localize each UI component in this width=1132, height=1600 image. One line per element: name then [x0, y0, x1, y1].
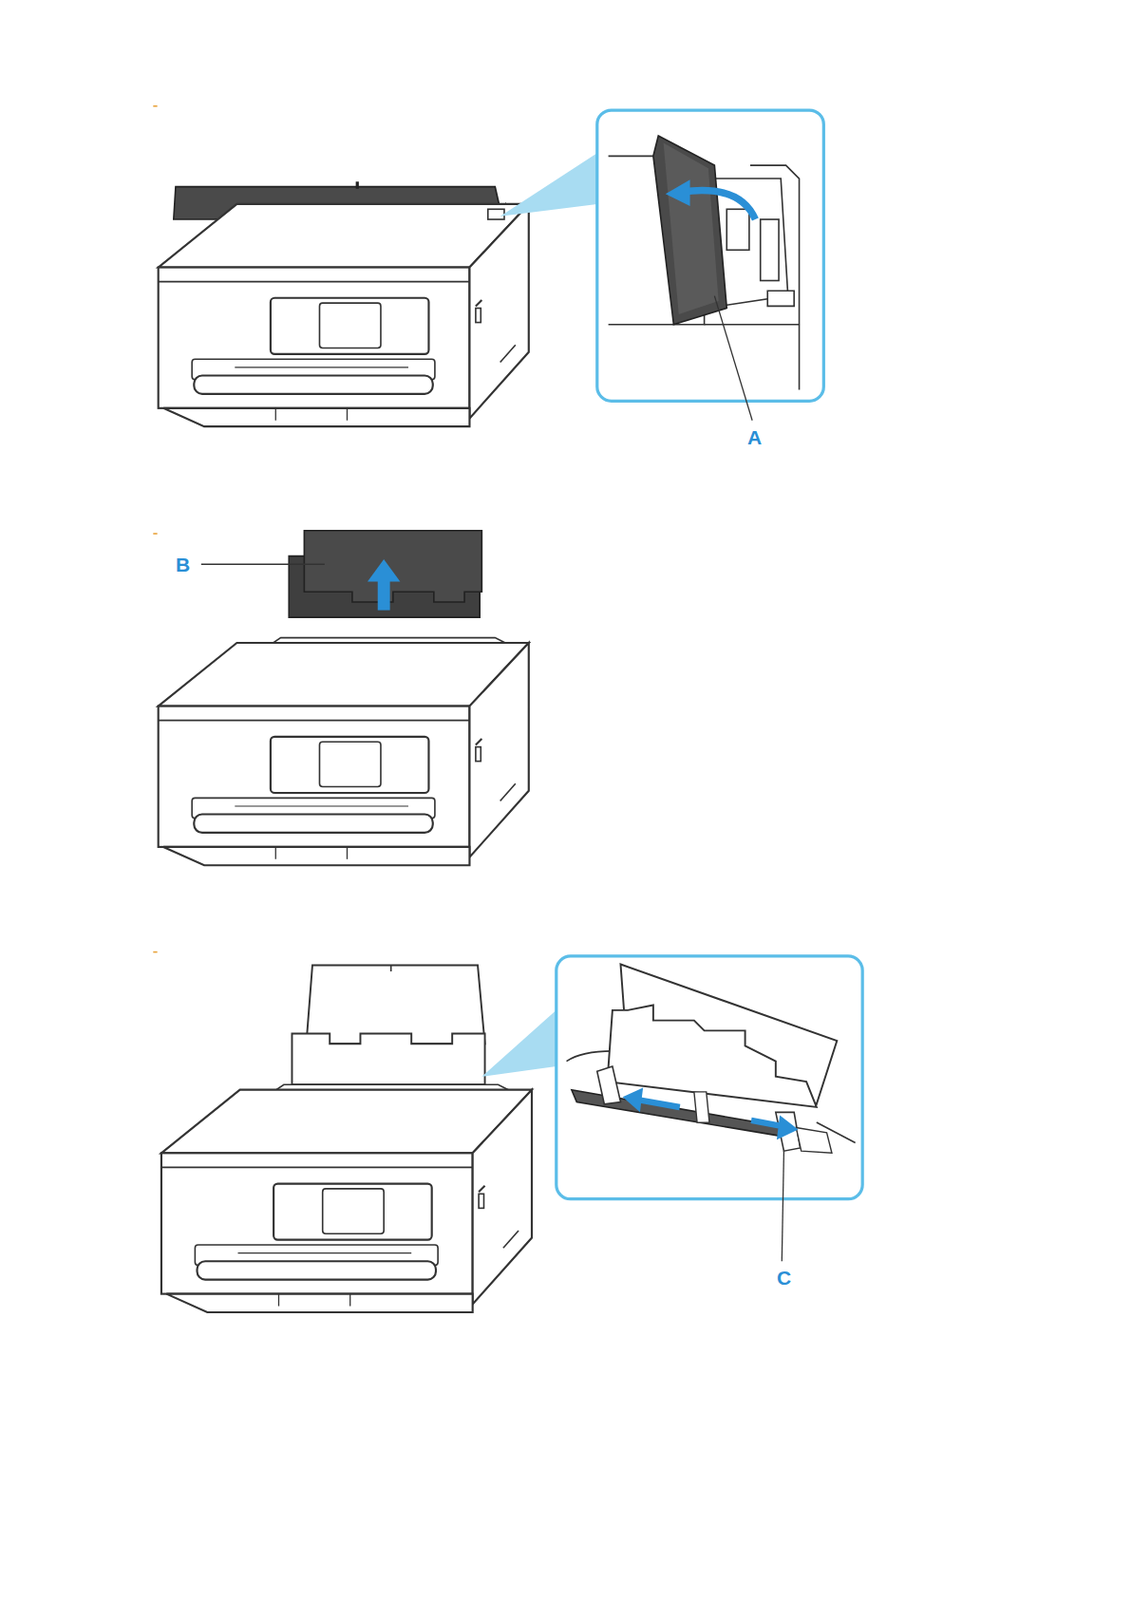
- printer-step-2: [158, 530, 529, 866]
- printer-step-1: [158, 110, 825, 427]
- inset-paper-guides-part: [639, 1099, 680, 1108]
- printer-step-1-part: [714, 296, 753, 421]
- printer-step-2-part: [158, 642, 529, 866]
- printer-illustration-part: [152, 532, 157, 535]
- printer-step-1-part: [681, 189, 755, 220]
- printer-step-1-part: [597, 110, 825, 401]
- inset-paper-guides-part: [781, 1150, 784, 1262]
- printer-step-1-part: [608, 155, 654, 158]
- inset-paper-guides-part: [597, 1066, 622, 1105]
- printer-step-1-part: [665, 179, 691, 207]
- inset-paper-guides-part: [795, 1127, 832, 1153]
- printer-step-1-part: [500, 152, 598, 217]
- printer-step-3-part: [291, 1034, 485, 1086]
- printer-step-3: [161, 965, 532, 1313]
- printer-step-2-part: [377, 579, 391, 610]
- callout-letter: B: [174, 554, 191, 575]
- printer-step-1-part: [663, 142, 719, 315]
- printer-step-1-part: [726, 208, 750, 250]
- printer-step-1-part: [653, 135, 727, 325]
- inset-paper-guides-part: [566, 1051, 613, 1062]
- inset-paper-guides-part: [776, 1115, 799, 1141]
- inset-paper-guides-part: [694, 1092, 710, 1123]
- inset-paper-guides: [556, 956, 863, 1262]
- printer-step-2-part: [201, 564, 325, 566]
- printer-step-1-part: [356, 181, 359, 189]
- printer-step-1-part: [488, 208, 505, 220]
- printer-illustration-part: [481, 1010, 556, 1077]
- printer-illustration-part: [152, 951, 157, 954]
- printer-step-3-part: [161, 1090, 532, 1313]
- printer-step-1-part: [158, 204, 529, 427]
- printer-step-1-part: [704, 323, 800, 326]
- printer-step-2-part: [303, 530, 482, 603]
- printer-step-1-part: [760, 219, 779, 281]
- printer-step-1-part: [767, 290, 794, 306]
- printer-step-3-part: [390, 965, 393, 972]
- inset-paper-guides-part: [556, 956, 863, 1200]
- printer-step-2-part: [367, 559, 400, 583]
- callout-letter: A: [746, 427, 763, 448]
- printer-step-3-part: [306, 965, 486, 1045]
- inset-paper-guides-part: [622, 1088, 643, 1114]
- callout-letter: C: [775, 1267, 793, 1288]
- printer-illustration-part: [152, 105, 157, 108]
